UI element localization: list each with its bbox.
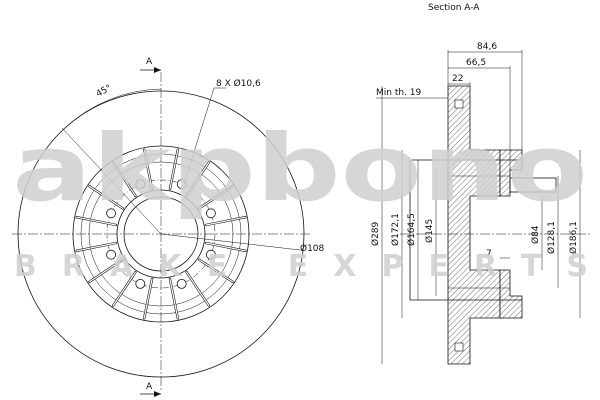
section-arrow-bottom-head xyxy=(154,391,161,397)
cooling-rib-highlight xyxy=(198,259,234,283)
cooling-rib-highlight xyxy=(112,161,136,197)
watermark-brand: akpbono xyxy=(12,115,588,222)
dim-145-label: Ø145 xyxy=(424,219,435,243)
dim-289-label: Ø289 xyxy=(370,221,381,246)
dim-84-label: Ø84 xyxy=(530,225,541,244)
section-view: Section A-A 84,6 66,5 22 Min th. 19 xyxy=(370,3,590,365)
vent-slot-bottom xyxy=(454,342,464,352)
dim-1721-label: Ø172,1 xyxy=(390,213,401,246)
cooling-rib-highlight xyxy=(143,149,153,190)
front-view: A A 45° 8 X Ø10,6 Ø108 xyxy=(12,57,325,397)
watermark-tagline: BRAKE EXPERTS xyxy=(14,249,588,284)
hub-hat-section-lower xyxy=(499,269,523,319)
cooling-rib-highlight xyxy=(205,242,246,252)
dim-7-label: 7 xyxy=(486,249,492,259)
dim-22-label: 22 xyxy=(452,74,463,84)
pcd-label: Ø108 xyxy=(300,243,325,254)
angle-label: 45° xyxy=(95,83,114,99)
bolt-hole xyxy=(176,179,187,190)
cooling-rib-highlight xyxy=(198,185,234,209)
holes-label: 8 X Ø10,6 xyxy=(216,78,261,89)
dim-1645-label: Ø164,5 xyxy=(406,213,417,246)
section-mark-bottom: A xyxy=(146,382,153,392)
cooling-rib-highlight xyxy=(169,149,179,190)
pcd-leader xyxy=(160,233,301,251)
cooling-rib-highlight xyxy=(76,242,117,252)
bolt-hole xyxy=(106,249,116,260)
cooling-rib-highlight xyxy=(186,271,210,307)
watermark: akpbono BRAKE EXPERTS xyxy=(12,115,588,284)
cooling-rib-highlight xyxy=(186,161,210,197)
bolt-hole xyxy=(135,278,146,289)
cooling-rib-highlight xyxy=(76,216,117,226)
center-bore-section xyxy=(509,177,557,193)
cooling-ribs xyxy=(75,148,247,320)
holes-leader xyxy=(183,87,215,185)
vent-slot-top xyxy=(454,99,464,109)
min-thickness-label: Min th. 19 xyxy=(376,88,422,98)
cooling-rib-highlight xyxy=(88,259,124,283)
bolt-holes xyxy=(106,179,216,289)
section-title: Section A-A xyxy=(428,3,480,13)
dim-1861-label: Ø186,1 xyxy=(568,221,579,254)
cooling-rib-highlight xyxy=(143,278,153,319)
bolt-hole xyxy=(176,278,187,289)
bolt-hole xyxy=(205,249,216,260)
cooling-rib-highlight xyxy=(112,271,136,307)
bolt-hole xyxy=(205,208,216,219)
angle-arc xyxy=(64,88,162,129)
friction-ring-section xyxy=(447,85,501,365)
cooling-rib-highlight xyxy=(205,216,246,226)
bolt-hole xyxy=(106,208,116,219)
section-mark-top: A xyxy=(146,57,153,67)
cooling-rib-highlight xyxy=(88,185,124,209)
dim-665-label: 66,5 xyxy=(466,58,486,68)
bolt-hole xyxy=(135,179,146,190)
section-arrow-top-head xyxy=(154,67,161,73)
dim-846-label: 84,6 xyxy=(477,42,497,52)
angle-leader xyxy=(61,127,162,235)
cooling-rib-highlight xyxy=(169,278,179,319)
dim-1281-label: Ø128,1 xyxy=(546,221,557,254)
